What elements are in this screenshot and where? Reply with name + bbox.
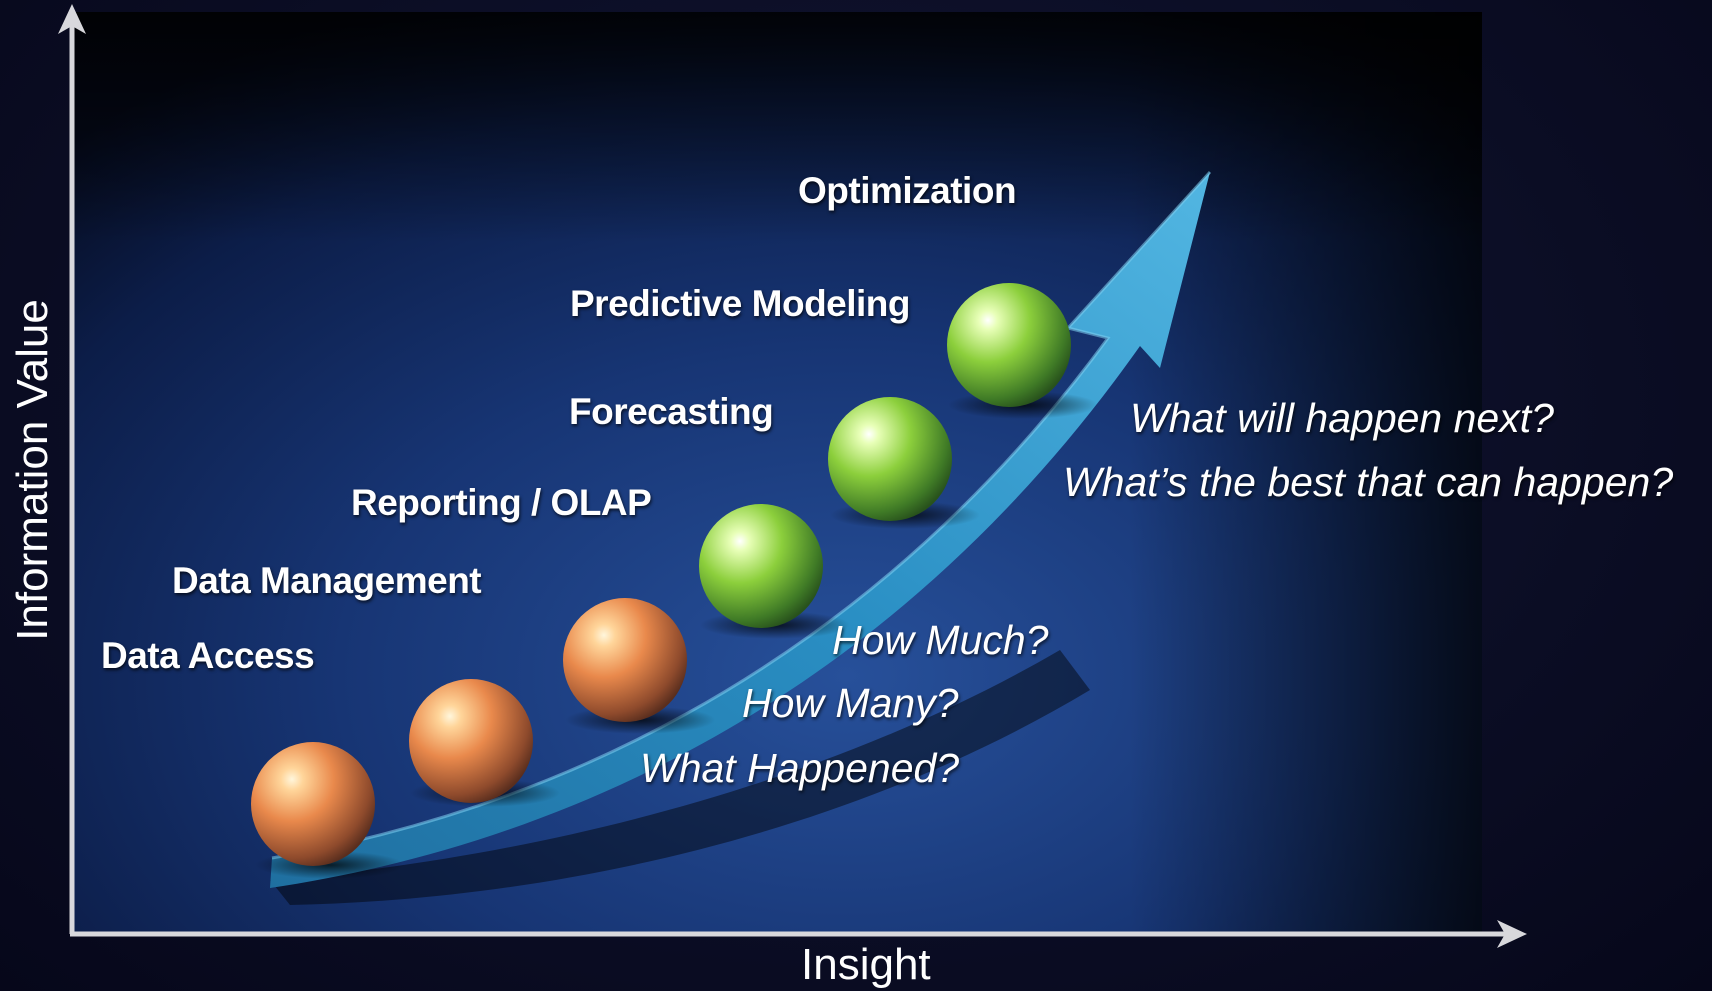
stage-label-forecasting: Forecasting <box>569 391 774 432</box>
stage-label-data-access: Data Access <box>101 635 315 676</box>
question-how-much: How Much? <box>832 617 1049 663</box>
stage-label-reporting-olap: Reporting / OLAP <box>351 482 652 523</box>
ball-forecasting <box>699 504 823 628</box>
question-best-that-can-happen: What’s the best that can happen? <box>1063 459 1674 505</box>
question-what-happened: What Happened? <box>640 745 960 791</box>
y-axis-label: Information Value <box>8 299 57 641</box>
stage-balls <box>251 283 1098 879</box>
ball-predictive-modeling <box>828 397 952 521</box>
question-what-will-happen-next: What will happen next? <box>1130 395 1554 441</box>
y-axis-arrowhead <box>58 4 86 34</box>
x-axis-label: Insight <box>801 940 931 989</box>
stage-label-data-management: Data Management <box>172 560 482 601</box>
ball-data-management <box>409 679 533 803</box>
stage-label-optimization: Optimization <box>798 170 1017 211</box>
ball-reporting-olap <box>563 598 687 722</box>
stage-label-predictive-modeling: Predictive Modeling <box>570 283 911 324</box>
arrow-shadow <box>270 650 1090 905</box>
ball-optimization <box>947 283 1071 407</box>
question-how-many: How Many? <box>742 680 959 726</box>
x-axis-arrowhead <box>1497 920 1527 948</box>
ball-data-access <box>251 742 375 866</box>
axes <box>58 4 1527 948</box>
